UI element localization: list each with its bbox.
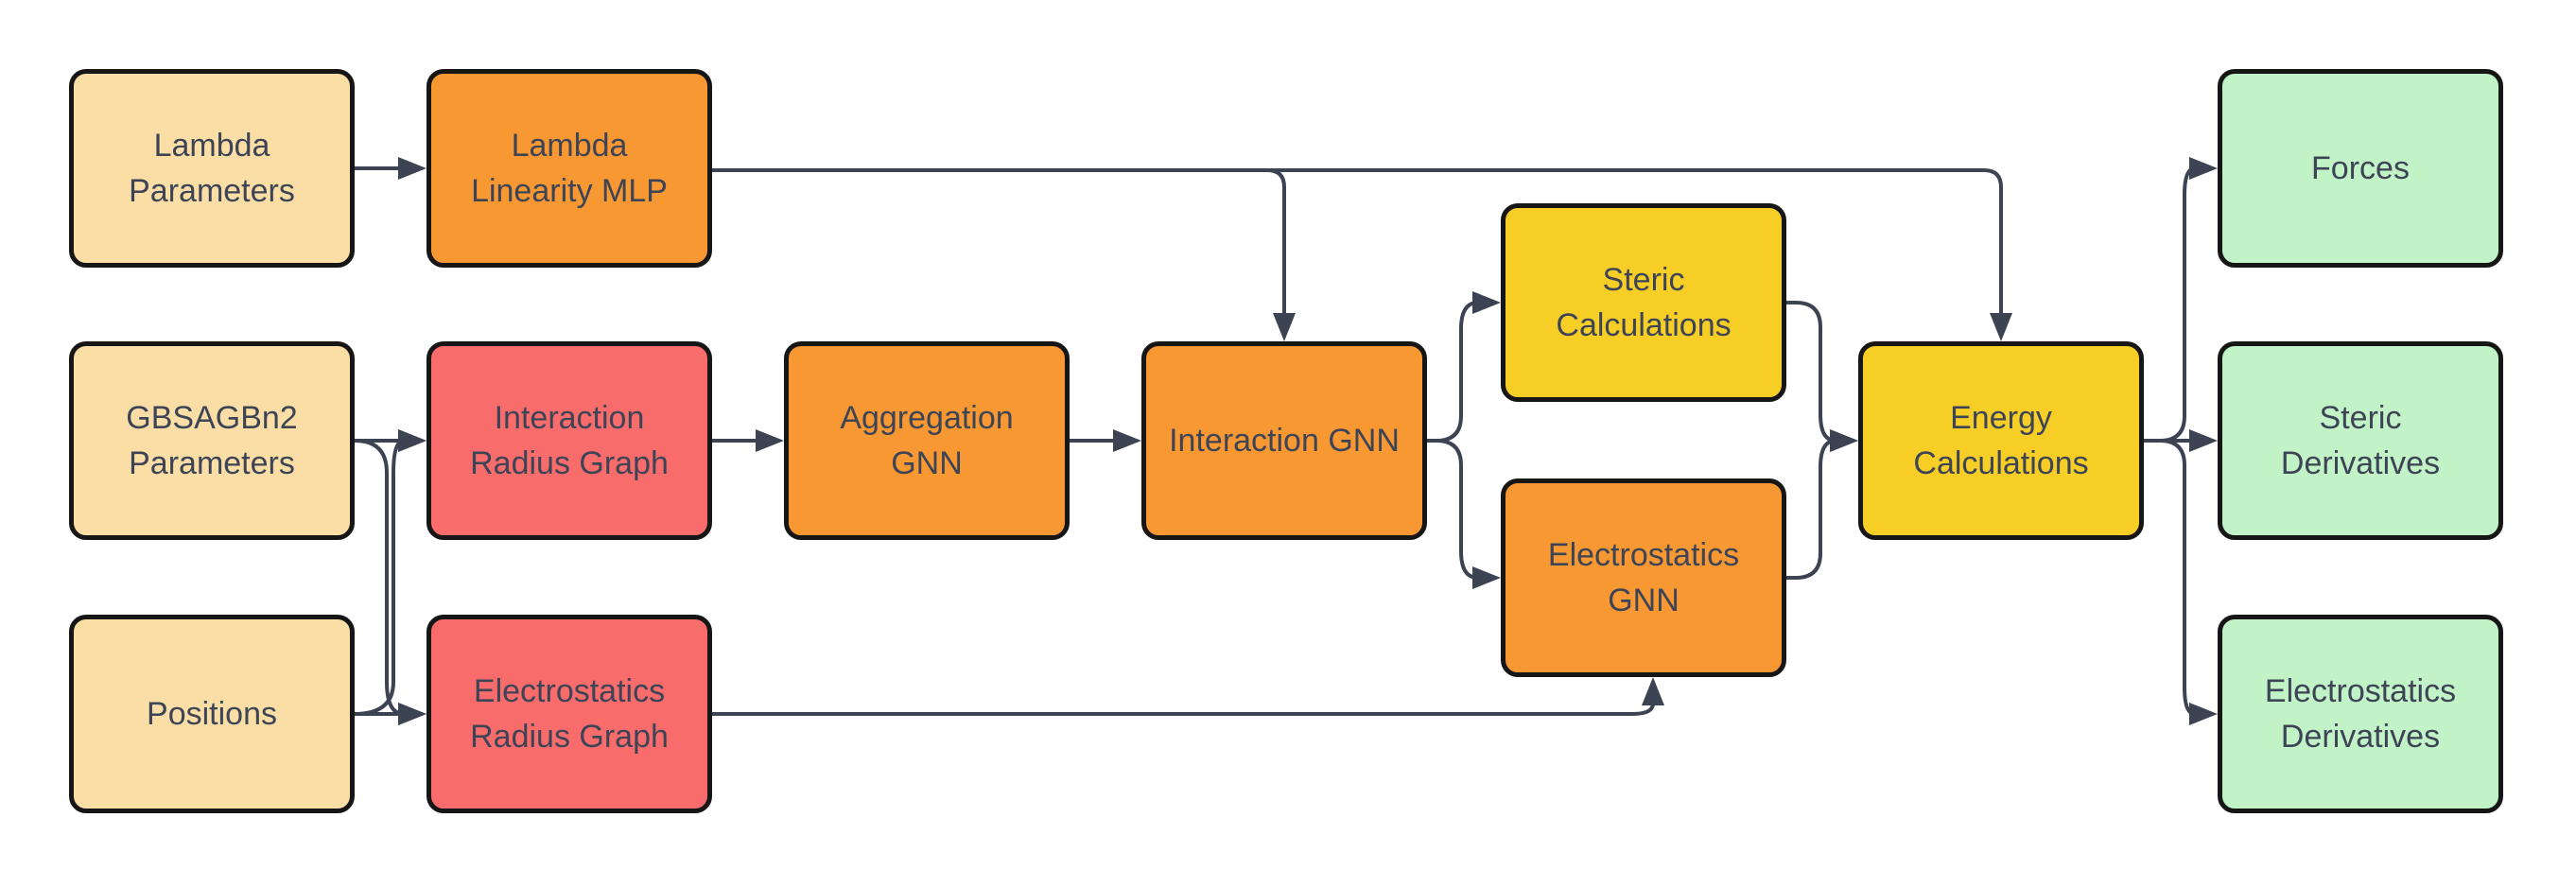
edge-lambda-linearity-mlp-to-energy-calculations bbox=[712, 168, 2012, 341]
edge-gbsagbn2-parameters-to-electrostatics-radius-graph bbox=[354, 439, 426, 725]
edge-steric-calculations-to-energy-calculations bbox=[1786, 301, 1858, 452]
edge-energy-calculations-to-forces bbox=[2144, 157, 2218, 443]
edge-electrostatics-radius-graph-to-electrostatics-gnn bbox=[712, 677, 1664, 716]
node-aggregation-gnn: Aggregation GNN bbox=[784, 341, 1070, 540]
node-electrostatics-derivatives: Electrostatics Derivatives bbox=[2218, 615, 2503, 813]
node-label: Lambda Linearity MLP bbox=[471, 128, 668, 209]
edge-interaction-gnn-to-steric-calculations bbox=[1427, 291, 1501, 443]
node-interaction-radius-graph: Interaction Radius Graph bbox=[426, 341, 712, 540]
node-label: Forces bbox=[2311, 150, 2410, 186]
node-label: Electrostatics GNN bbox=[1547, 537, 1740, 618]
node-interaction-gnn: Interaction GNN bbox=[1141, 341, 1427, 540]
node-steric-derivatives: Steric Derivatives bbox=[2218, 341, 2503, 540]
node-lambda-parameters: Lambda Parameters bbox=[69, 69, 355, 268]
node-label: Electrostatics Radius Graph bbox=[470, 673, 669, 755]
node-steric-calculations: Steric Calculations bbox=[1501, 203, 1786, 402]
edge-positions-to-interaction-radius-graph bbox=[354, 429, 426, 716]
node-label: Energy Calculations bbox=[1913, 400, 2089, 481]
node-gbsagbn2-parameters: GBSAGBn2 Parameters bbox=[69, 341, 355, 540]
node-energy-calculations: Energy Calculations bbox=[1858, 341, 2144, 540]
node-lambda-linearity-mlp: Lambda Linearity MLP bbox=[426, 69, 712, 268]
node-electrostatics-gnn: Electrostatics GNN bbox=[1501, 478, 1786, 677]
edge-energy-calculations-to-electrostatics-derivatives bbox=[2144, 439, 2218, 725]
node-label: Lambda Parameters bbox=[129, 128, 295, 209]
edge-interaction-gnn-to-electrostatics-gnn bbox=[1427, 439, 1501, 589]
node-label: GBSAGBn2 Parameters bbox=[126, 400, 298, 481]
node-label: Positions bbox=[147, 696, 277, 732]
node-label: Steric Derivatives bbox=[2280, 400, 2441, 481]
edge-lambda-linearity-mlp-to-interaction-gnn bbox=[712, 168, 1296, 341]
node-label: Aggregation GNN bbox=[840, 400, 1014, 481]
node-label: Interaction Radius Graph bbox=[470, 400, 669, 481]
node-label: Steric Calculations bbox=[1556, 262, 1732, 343]
edge-electrostatics-gnn-to-energy-calculations bbox=[1786, 429, 1858, 580]
node-forces: Forces bbox=[2218, 69, 2503, 268]
node-positions: Positions bbox=[69, 615, 355, 813]
node-electrostatics-radius-graph: Electrostatics Radius Graph bbox=[426, 615, 712, 813]
node-label: Electrostatics Derivatives bbox=[2264, 673, 2457, 755]
node-label: Interaction GNN bbox=[1169, 423, 1400, 459]
